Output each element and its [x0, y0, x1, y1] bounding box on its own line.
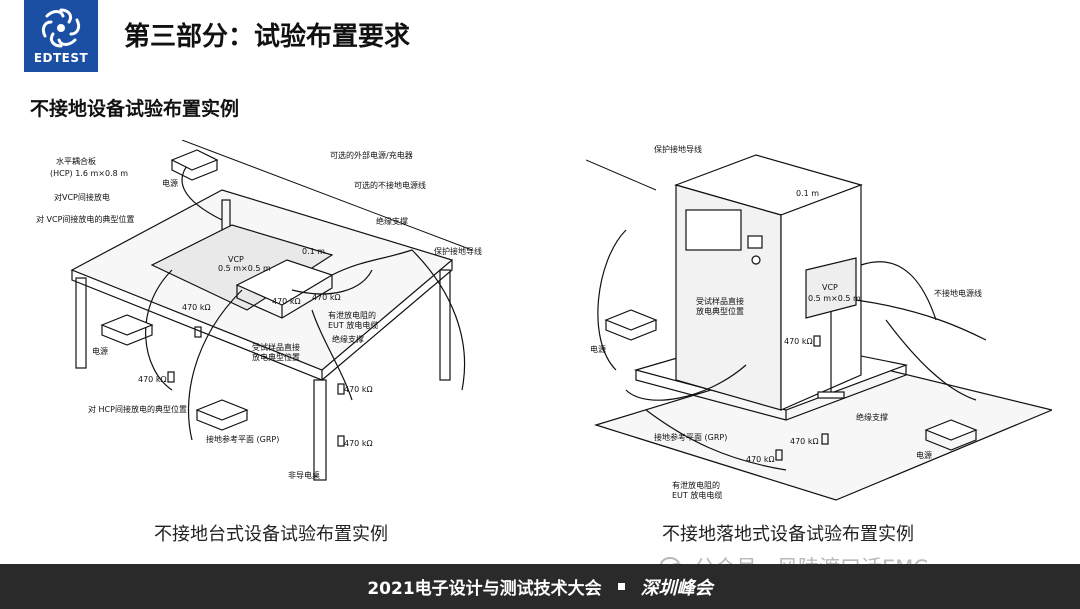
floor-standing-setup-diagram: 保护接地导线 不接地电源线 0.1 m VCP 0.5 m×0.5 m 受试样品… [586, 144, 1052, 501]
right-resistor-label-2: 470 kΩ [790, 437, 819, 446]
right-grp-label: 接地参考平面 (GRP) [654, 432, 727, 442]
right-eut-cable2-label: EUT 放电电缆 [672, 490, 722, 500]
left-grp-label: 接地参考平面 (GRP) [206, 434, 279, 444]
footer-separator [617, 583, 625, 590]
footer-bar: 2021电子设计与测试技术大会 深圳峰会 [0, 564, 1080, 609]
left-hcp-label: 水平耦合板 [56, 156, 96, 166]
left-ungrounded-cable-label: 可选的不接地电源线 [354, 180, 426, 190]
left-eut-direct-label: 受试样品直接 [252, 342, 300, 352]
left-vcp-indirect-label: 对VCP间接放电 [54, 192, 110, 202]
left-eut-cable-label: 有泄放电阻的 [328, 310, 376, 320]
edtest-emblem-icon [41, 8, 81, 48]
left-dist-label: 0.1 m [302, 247, 325, 256]
slide-subtitle: 不接地设备试验布置实例 [30, 98, 240, 120]
left-insulating-support-label-2: 绝缘支撑 [332, 334, 364, 344]
right-power-label: 电源 [590, 344, 606, 354]
left-resistor-label-3: 470 kΩ [312, 293, 341, 302]
left-power2-label: 电源 [92, 346, 108, 356]
right-eut-cable-label: 有泄放电阻的 [672, 480, 720, 490]
left-vcp-size-label: 0.5 m×0.5 m [218, 264, 271, 273]
right-power2-label: 电源 [916, 450, 932, 460]
right-insulating-support-label: 绝缘支撑 [856, 412, 888, 422]
left-eut-direct2-label: 放电典型位置 [252, 352, 300, 362]
right-dist-label: 0.1 m [796, 189, 819, 198]
logo-text: EDTEST [33, 51, 89, 65]
left-eut-cable2-label: EUT 放电电缆 [328, 320, 378, 330]
tabletop-setup-diagram: 水平耦合板 (HCP) 1.6 m×0.8 m 电源 对VCP间接放电 对 VC… [36, 140, 482, 481]
footer-event: 2021电子设计与测试技术大会 [367, 579, 602, 599]
right-ungrounded-cable-label: 不接地电源线 [934, 288, 982, 298]
left-vcp-label: VCP [228, 255, 244, 264]
right-caption: 不接地落地式设备试验布置实例 [662, 524, 914, 545]
slide-title: 第三部分：试验布置要求 [124, 22, 411, 52]
left-resistor-label-2: 470 kΩ [182, 303, 211, 312]
left-protective-ground-label: 保护接地导线 [434, 246, 482, 256]
footer-city: 深圳峰会 [640, 577, 713, 599]
left-hcp-indirect-label: 对 HCP间接放电的典型位置 [88, 404, 187, 414]
right-vcp-label: VCP [822, 283, 838, 292]
right-resistor-label-1: 470 kΩ [784, 337, 813, 346]
right-eut-direct2-label: 放电典型位置 [696, 306, 744, 316]
left-ext-power-label: 可选的外部电源/充电器 [330, 150, 413, 160]
right-protective-ground-label: 保护接地导线 [654, 144, 702, 154]
edtest-logo: EDTEST [24, 0, 98, 72]
right-eut-direct-label: 受试样品直接 [696, 296, 744, 306]
left-resistor-label-4: 470 kΩ [138, 375, 167, 384]
left-insulating-support-label: 绝缘支撑 [376, 216, 408, 226]
left-power-label: 电源 [162, 178, 178, 188]
left-resistor-label-1: 470 kΩ [272, 297, 301, 306]
left-resistor-label-5: 470 kΩ [344, 385, 373, 394]
left-table-label: 非导电桌 [288, 470, 320, 480]
left-vcp-typical-label: 对 VCP间接放电的典型位置 [36, 214, 134, 224]
left-hcp-size-label: (HCP) 1.6 m×0.8 m [50, 169, 128, 178]
right-vcp-size-label: 0.5 m×0.5 m [808, 294, 861, 303]
left-resistor-label-6: 470 kΩ [344, 439, 373, 448]
left-caption: 不接地台式设备试验布置实例 [154, 524, 388, 545]
right-resistor-label-3: 470 kΩ [746, 455, 775, 464]
